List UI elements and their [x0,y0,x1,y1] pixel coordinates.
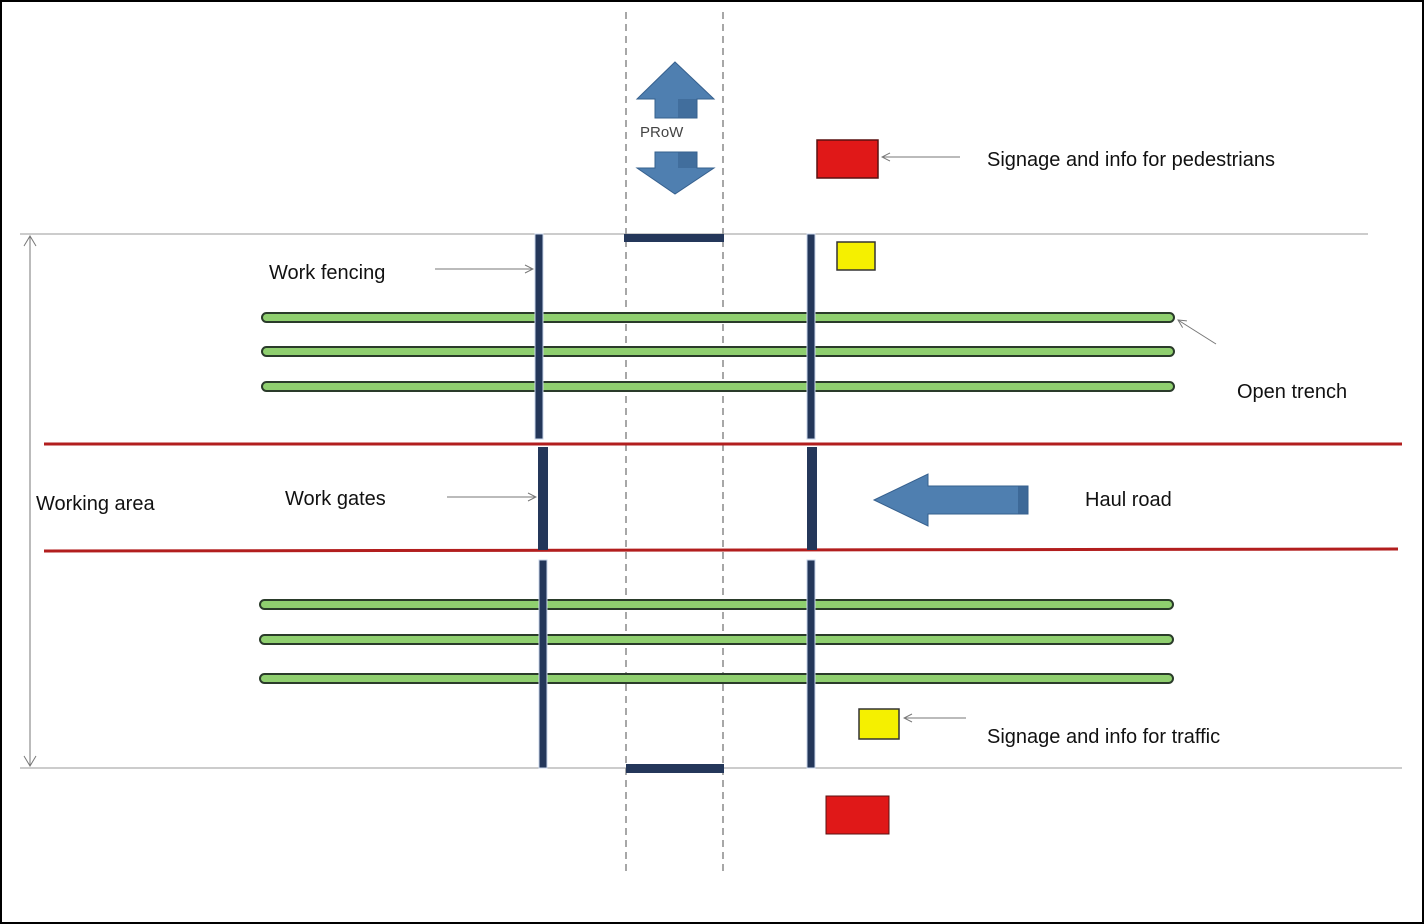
work-fencing-label: Work fencing [269,262,385,284]
trench-pipe [261,312,1175,323]
traffic-sign-top [836,241,876,271]
work-fence-left-lower [538,559,548,769]
open-trench-bottom-group [259,599,1174,684]
signage-pedestrians-label: Signage and info for pedestrians [987,149,1275,171]
work-fence-left-upper [534,233,544,440]
working-area-label: Working area [36,493,155,515]
haul-road-arrow-left-icon [872,473,1029,527]
prow-label: PRoW [640,124,684,141]
trench-pipe [261,381,1175,392]
open-trench-top-group [261,312,1175,392]
work-gate-left [538,447,548,550]
open-trench-label: Open trench [1237,381,1347,403]
dimension-arrowhead-bottom [23,755,37,767]
haul-road-bottom-edge [43,547,1399,553]
pedestrian-sign-top [816,139,879,179]
haul-road-label: Haul road [1085,489,1172,511]
dimension-arrowhead-top [23,235,37,247]
trench-pipe [259,673,1174,684]
prow-closure-bar-bottom [626,764,724,773]
pedestrian-sign-bottom [825,795,890,835]
work-fence-right-lower [806,559,816,769]
trench-pipe [261,346,1175,357]
double-arrow-down-icon [635,151,716,195]
signage-traffic-label: Signage and info for traffic [987,726,1220,748]
work-gates-label: Work gates [285,488,386,510]
trench-pipe [259,634,1174,645]
prow-closure-bar-top [624,234,724,242]
traffic-sign-bottom [858,708,900,740]
trench-pipe [259,599,1174,610]
double-arrow-up-icon [635,61,716,119]
work-fence-right-upper [806,233,816,440]
open-trench-pointer [1178,320,1217,345]
work-gate-right [807,447,817,550]
